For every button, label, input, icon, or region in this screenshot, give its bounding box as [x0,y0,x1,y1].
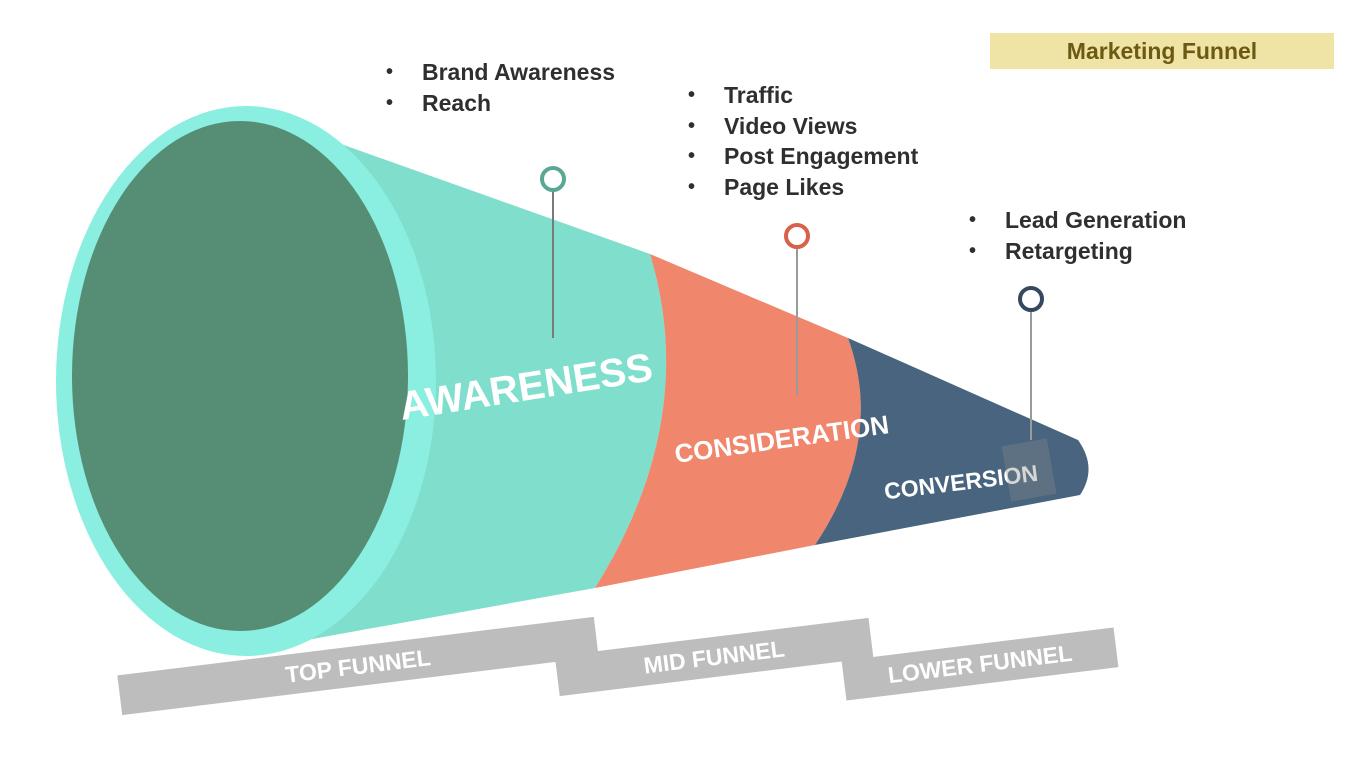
consideration-bullets: Traffic Video Views Post Engagement Page… [688,80,918,202]
bullet-item: Page Likes [688,172,918,203]
bullet-item: Lead Generation [969,205,1186,236]
bullet-item: Traffic [688,80,918,111]
diagram-title: Marketing Funnel [990,33,1334,69]
consideration-section [595,254,861,588]
conversion-marker-square [1001,438,1057,502]
consideration-pin-marker [784,223,810,249]
lower-funnel-bar: LOWER FUNNEL [841,627,1119,701]
conversion-pin-marker [1018,286,1044,312]
bullet-item: Reach [386,88,615,119]
awareness-pin-marker [540,166,566,192]
bullet-item: Video Views [688,111,918,142]
bullet-item: Retargeting [969,236,1186,267]
conversion-bullets: Lead Generation Retargeting [969,205,1186,266]
funnel-mouth-inner [72,121,408,631]
mid-funnel-bar: MID FUNNEL [554,617,874,697]
awareness-bullets: Brand Awareness Reach [386,57,615,118]
bullet-item: Brand Awareness [386,57,615,88]
conversion-section [815,338,1089,545]
bullet-item: Post Engagement [688,141,918,172]
